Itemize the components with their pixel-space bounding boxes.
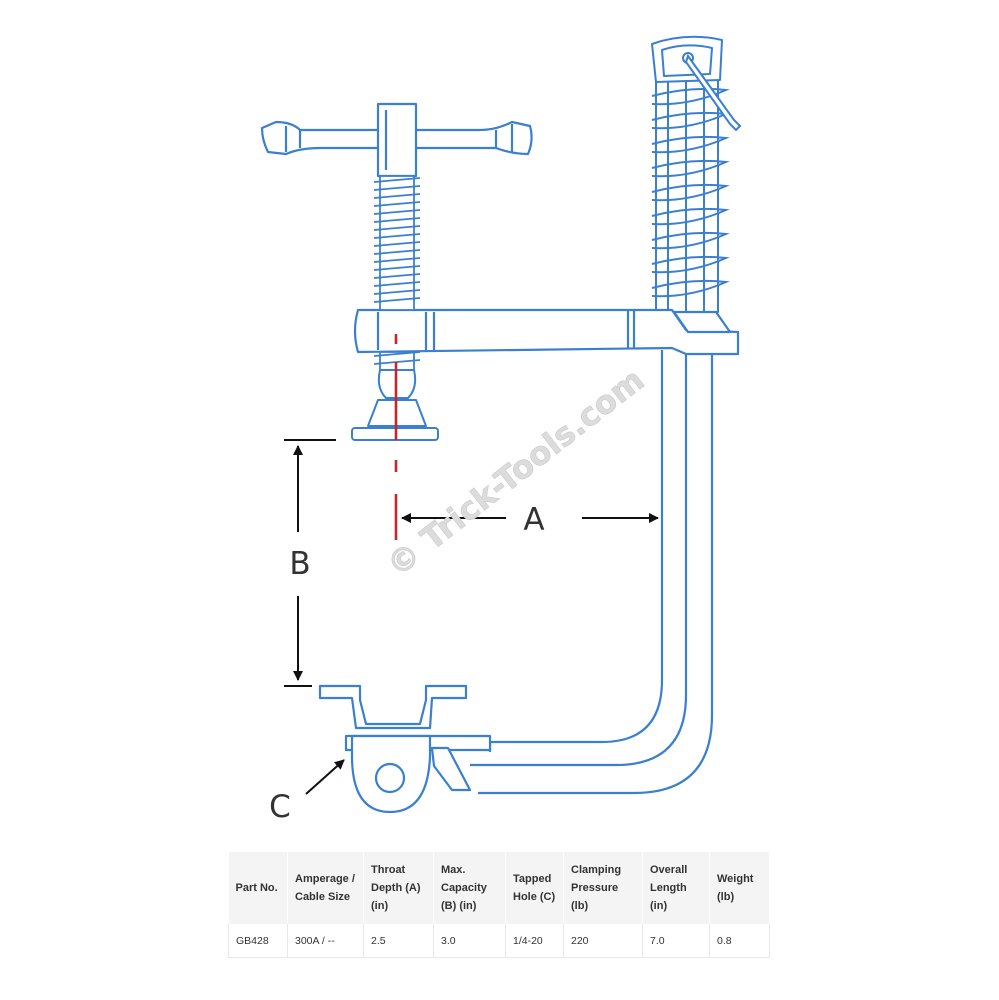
cell-amperage: 300A / -- [287, 924, 364, 958]
upper-arm [353, 308, 740, 356]
spring-coils [651, 87, 730, 298]
dimension-b [284, 439, 336, 687]
header-tapped-hole: Tapped Hole (C) [505, 852, 564, 924]
table-row: GB428 300A / -- 2.5 3.0 1/4-20 220 7.0 0… [228, 924, 770, 958]
label-a: A [523, 502, 544, 538]
spec-header-row: Part No. Amperage / Cable Size Throat De… [228, 852, 770, 924]
header-max-capacity: Max. Capacity (B) (in) [433, 852, 506, 924]
header-weight: Weight (lb) [709, 852, 770, 924]
header-amperage: Amperage / Cable Size [287, 852, 364, 924]
header-throat-depth: Throat Depth (A) (in) [363, 852, 434, 924]
main-bar [470, 350, 714, 795]
cell-tapped-hole: 1/4-20 [505, 924, 564, 958]
lower-jaw [318, 684, 492, 814]
pointer-c [305, 759, 345, 795]
header-part-no: Part No. [228, 852, 288, 924]
cell-weight: 0.8 [709, 924, 770, 958]
cell-throat-depth: 2.5 [363, 924, 434, 958]
label-b: B [289, 546, 310, 582]
header-clamping-pressure: Clamping Pressure (lb) [563, 852, 643, 924]
clamp-diagram: A B C © Trick-Tools.com [260, 35, 742, 825]
spec-table-container: Part No. Amperage / Cable Size Throat De… [228, 852, 770, 958]
swivel-pad [351, 369, 439, 441]
screw-thread [373, 175, 421, 371]
t-handle [260, 102, 533, 178]
spec-table: Part No. Amperage / Cable Size Throat De… [228, 852, 770, 958]
cell-max-capacity: 3.0 [433, 924, 506, 958]
cell-part-no: GB428 [228, 924, 288, 958]
header-overall-length: Overall Length (in) [642, 852, 710, 924]
cell-overall-length: 7.0 [642, 924, 710, 958]
label-c: C [269, 789, 291, 825]
watermark: © Trick-Tools.com [380, 360, 652, 584]
cell-clamping-pressure: 220 [563, 924, 643, 958]
cotter-pin [684, 53, 742, 132]
